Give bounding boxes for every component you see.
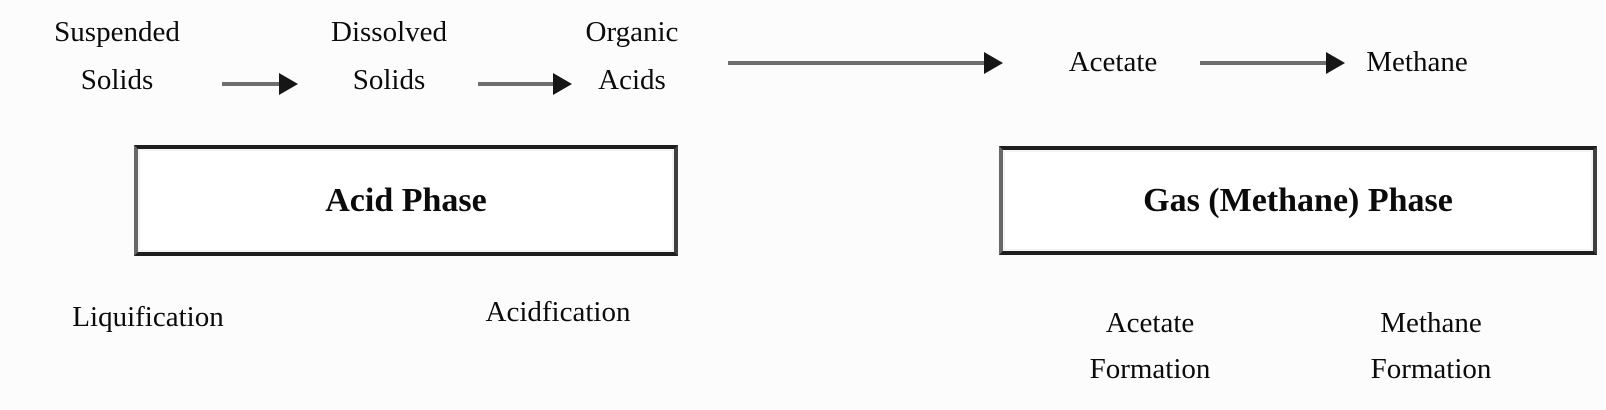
acetate-formation-line2: Formation: [1089, 353, 1211, 385]
arrow-shaft: [728, 61, 986, 65]
acid-phase-box: Acid Phase: [134, 145, 678, 256]
node-methane-label: Methane: [1366, 46, 1468, 78]
arrow-shaft: [1200, 61, 1328, 65]
right-arrow-icon: [1326, 52, 1345, 74]
process-label-acidfication: Acidfication: [458, 289, 658, 335]
methane-formation-line2: Formation: [1370, 353, 1492, 385]
acetate-formation-line1: Acetate: [1105, 307, 1195, 339]
process-label-liquification: Liquification: [48, 294, 248, 340]
right-arrow-icon: [279, 73, 298, 95]
node-dissolved-solids: Dissolved Solids: [294, 8, 484, 104]
node-organic-acids: Organic Acids: [537, 8, 727, 104]
methane-formation-line1: Methane: [1380, 307, 1482, 339]
node-acetate-label: Acetate: [1068, 46, 1158, 78]
node-organic-acids-line2: Acids: [598, 64, 666, 96]
right-arrow-icon: [984, 52, 1003, 74]
acidfication-label: Acidfication: [485, 296, 631, 328]
arrow-suspended-to-dissolved: [222, 73, 298, 95]
right-arrow-icon: [553, 73, 572, 95]
process-label-methane-formation: Methane Formation: [1331, 300, 1531, 392]
node-dissolved-solids-line1: Dissolved: [331, 16, 447, 48]
arrow-acetate-to-methane: [1200, 52, 1345, 74]
gas-methane-phase-box: Gas (Methane) Phase: [999, 146, 1597, 255]
arrow-shaft: [478, 82, 555, 86]
liquification-label: Liquification: [72, 301, 224, 333]
process-label-acetate-formation: Acetate Formation: [1050, 300, 1250, 392]
gas-methane-phase-title: Gas (Methane) Phase: [1143, 181, 1453, 219]
node-suspended-solids: Suspended Solids: [22, 8, 212, 104]
node-suspended-solids-line1: Suspended: [54, 16, 180, 48]
node-methane: Methane: [1344, 40, 1490, 84]
acid-phase-title: Acid Phase: [325, 181, 487, 219]
arrow-dissolved-to-organic: [478, 73, 572, 95]
node-suspended-solids-line2: Solids: [80, 64, 154, 96]
arrow-organic-to-acetate: [728, 52, 1003, 74]
node-acetate: Acetate: [1040, 40, 1186, 84]
node-organic-acids-line1: Organic: [585, 16, 679, 48]
node-dissolved-solids-line2: Solids: [352, 64, 426, 96]
arrow-shaft: [222, 82, 281, 86]
